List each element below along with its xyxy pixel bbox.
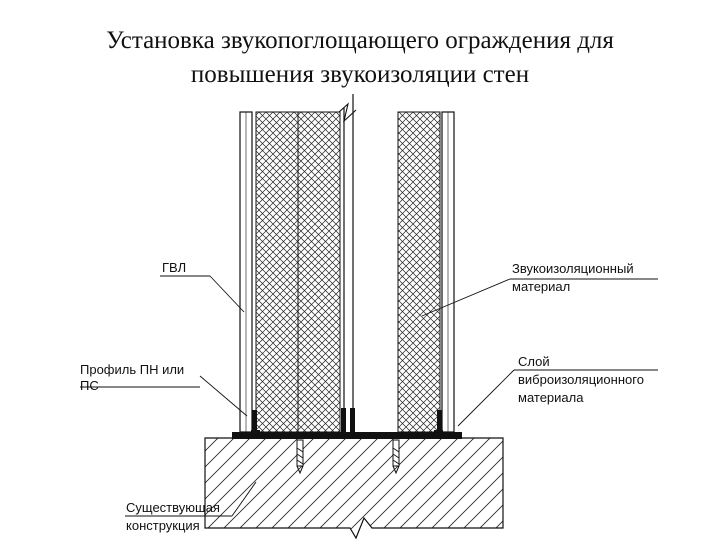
callout-vibro-layer: Слой виброизоляционного материала [457,354,658,427]
label-existing-line2: конструкция [126,518,200,533]
label-sound-material-line2: материал [512,279,570,294]
vibro-isolation-layer [232,432,462,439]
existing-structure-slab [204,437,504,540]
callout-profile: Профиль ПН или ПС [80,362,248,417]
label-vibro-line1: Слой [518,354,550,369]
diagram-title: Установка звукопоглощающего ограждения д… [0,24,720,92]
gypsum-board-right [441,111,455,433]
callout-gvl: ГВЛ [160,260,245,313]
callout-sound-material: Звукоизоляционный материал [421,261,658,317]
floor-profile-left [251,410,260,436]
sound-insulation-left-inner [297,111,341,433]
label-vibro-line2: виброизоляционного [518,372,644,387]
label-profile-line2: ПС [80,378,99,393]
gypsum-board-left [239,111,253,433]
floor-profile-right [434,410,443,436]
center-stud-line [338,94,357,432]
floor-profile-center [341,408,355,436]
anchor-dowel-left [296,439,304,475]
anchor-dowel-right [392,439,400,475]
label-gvl: ГВЛ [162,260,186,275]
title-line-2: повышения звукоизоляции стен [190,61,530,88]
label-profile-line1: Профиль ПН или [80,362,184,377]
sound-insulation-left-outer [255,111,299,433]
callout-existing-structure: Существующая конструкция [125,481,257,533]
label-existing-line1: Существующая [126,500,220,515]
label-vibro-line3: материала [518,390,584,405]
sound-insulation-right [397,111,441,433]
title-line-1: Установка звукопоглощающего ограждения д… [106,27,614,54]
label-sound-material-line1: Звукоизоляционный [512,261,634,276]
